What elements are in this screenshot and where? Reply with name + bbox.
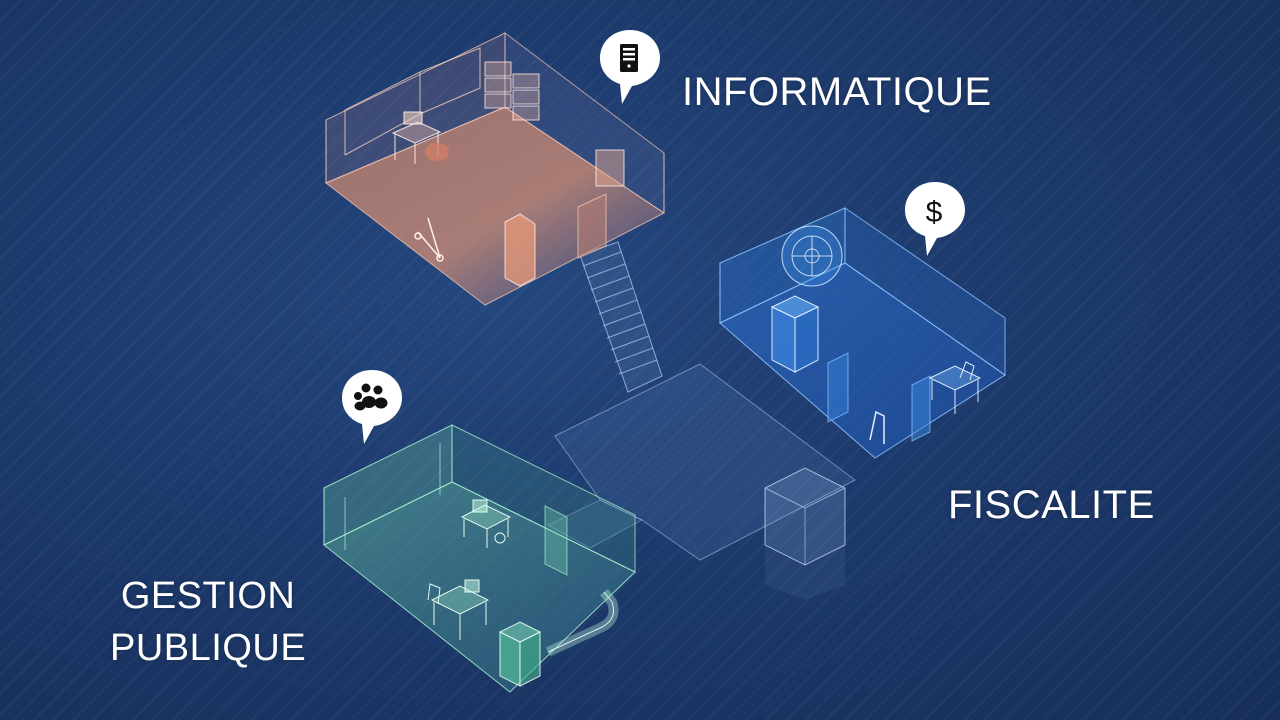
gestion-label-line1: GESTION xyxy=(120,575,296,617)
informatique-label[interactable]: INFORMATIQUE xyxy=(682,70,992,114)
central-hallway xyxy=(546,363,856,561)
staircase xyxy=(579,241,663,393)
people-group-icon xyxy=(342,370,402,444)
fiscalite-label[interactable]: FISCALITE xyxy=(948,483,1155,527)
gestion-publique-label[interactable]: GESTION PUBLIQUE xyxy=(110,570,306,674)
dollar-icon: $ xyxy=(905,182,965,256)
room-gestion-publique xyxy=(323,424,636,693)
gestion-label-line2: PUBLIQUE xyxy=(110,627,307,669)
svg-text:$: $ xyxy=(926,196,943,229)
fiscalite-map-pin[interactable]: $ xyxy=(903,180,967,258)
informatique-map-pin[interactable] xyxy=(598,28,662,106)
gestion-publique-map-pin[interactable] xyxy=(340,368,404,446)
room-fiscalite xyxy=(719,207,1006,459)
computer-tower-icon xyxy=(600,30,660,104)
room-informatique xyxy=(325,31,665,306)
elevator-shaft xyxy=(764,467,846,600)
